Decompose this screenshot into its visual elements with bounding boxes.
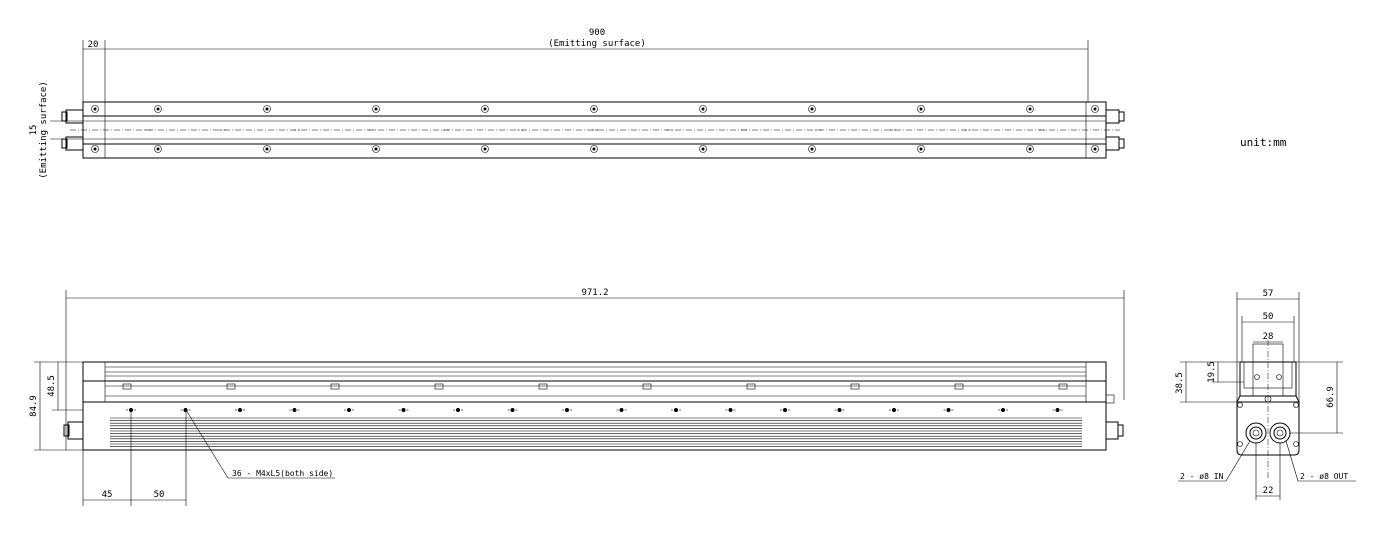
screw-icon bbox=[699, 105, 707, 113]
top-right-connectors bbox=[1105, 109, 1125, 151]
height-66-9: 66.9 bbox=[1326, 386, 1336, 408]
inlet-label: 2 - ø8 IN bbox=[1180, 472, 1224, 481]
heat-sink-fins bbox=[110, 417, 1082, 447]
side-right-connector bbox=[1105, 421, 1119, 440]
side-top-height-label: 48.5 bbox=[47, 375, 57, 397]
mounting-hole-icon bbox=[180, 408, 191, 412]
screw-icon bbox=[372, 145, 380, 153]
screw-icon bbox=[481, 145, 489, 153]
screw-icon bbox=[263, 105, 271, 113]
rail-slot bbox=[746, 383, 756, 390]
side-slots bbox=[122, 383, 1068, 390]
rail-slot bbox=[330, 383, 340, 390]
screw-icon bbox=[263, 145, 271, 153]
width-57: 57 bbox=[1263, 289, 1274, 299]
screw-icon bbox=[91, 145, 99, 153]
top-screws bbox=[91, 105, 1099, 153]
screw-icon bbox=[590, 145, 598, 153]
top-length-label: 900 bbox=[589, 28, 605, 38]
side-body bbox=[82, 361, 1107, 451]
mounting-hole-icon bbox=[453, 408, 463, 412]
screw-icon bbox=[372, 105, 380, 113]
mounting-hole-icon bbox=[834, 408, 845, 412]
outlet-label: 2 - ø8 OUT bbox=[1300, 472, 1348, 481]
unit-label: unit:mm bbox=[1240, 136, 1287, 149]
top-view: 900 (Emitting surface) 20 15 (Emit bbox=[29, 28, 1125, 179]
screw-icon bbox=[917, 145, 925, 153]
mounting-holes bbox=[126, 408, 1063, 412]
side-height-label: 84.9 bbox=[29, 395, 39, 417]
rail-slot bbox=[434, 383, 444, 390]
pitch-label: 50 bbox=[154, 490, 165, 500]
mounting-hole-icon bbox=[398, 408, 409, 412]
mounting-hole-icon bbox=[562, 408, 572, 412]
mounting-hole-icon bbox=[1052, 408, 1063, 412]
rail-slot bbox=[642, 383, 652, 390]
mounting-hole-icon bbox=[998, 408, 1008, 412]
screw-icon bbox=[154, 145, 162, 153]
end-view: 57 50 28 38.5 19.5 66.9 22 2 - ø8 IN 2 -… bbox=[1175, 289, 1356, 500]
top-left-connectors bbox=[61, 109, 84, 151]
screw-icon bbox=[154, 105, 162, 113]
inlet-port bbox=[1245, 422, 1267, 444]
mounting-hole-icon bbox=[780, 408, 790, 412]
screw-icon bbox=[1026, 105, 1034, 113]
screw-icon bbox=[590, 105, 598, 113]
rail-slot bbox=[850, 383, 860, 390]
screw-icon bbox=[91, 105, 99, 113]
width-28: 28 bbox=[1263, 332, 1274, 342]
width-50: 50 bbox=[1263, 312, 1274, 322]
screw-icon bbox=[481, 105, 489, 113]
mounting-hole-icon bbox=[889, 408, 899, 412]
mounting-hole-icon bbox=[289, 408, 300, 412]
mounting-hole-icon bbox=[235, 408, 245, 412]
first-hole-label: 45 bbox=[102, 490, 113, 500]
screw-icon bbox=[917, 105, 925, 113]
hole-callout: 36 - M4xL5(both side) bbox=[232, 469, 333, 478]
mounting-hole-icon bbox=[943, 408, 954, 412]
end-body bbox=[1236, 361, 1300, 456]
rail-slot bbox=[1058, 383, 1068, 390]
rail-slot bbox=[122, 383, 132, 390]
rail-slot bbox=[226, 383, 236, 390]
height-19-5: 19.5 bbox=[1207, 361, 1217, 383]
side-length-label: 971.2 bbox=[581, 288, 608, 298]
top-width-sub: (Emitting surface) bbox=[39, 81, 49, 179]
rail-slot bbox=[538, 383, 548, 390]
mounting-hole-icon bbox=[344, 408, 354, 412]
mounting-hole-icon bbox=[616, 408, 627, 412]
mounting-hole-icon bbox=[671, 408, 681, 412]
top-length-sub: (Emitting surface) bbox=[548, 39, 646, 49]
mounting-hole-icon bbox=[507, 408, 518, 412]
screw-icon bbox=[808, 145, 816, 153]
top-offset-label: 20 bbox=[88, 40, 99, 50]
outlet-port bbox=[1269, 422, 1291, 444]
port-spacing: 22 bbox=[1263, 486, 1274, 496]
top-width-label: 15 bbox=[29, 125, 39, 136]
rail-slot bbox=[954, 383, 964, 390]
screw-icon bbox=[1026, 145, 1034, 153]
screw-icon bbox=[808, 105, 816, 113]
screw-icon bbox=[699, 145, 707, 153]
side-left-connector bbox=[67, 421, 84, 440]
height-38-5: 38.5 bbox=[1175, 372, 1185, 394]
mounting-hole-icon bbox=[725, 408, 736, 412]
screw-icon bbox=[1091, 145, 1099, 153]
screw-icon bbox=[1091, 105, 1099, 113]
side-view: 971.2 84.9 48.5 bbox=[29, 288, 1125, 506]
